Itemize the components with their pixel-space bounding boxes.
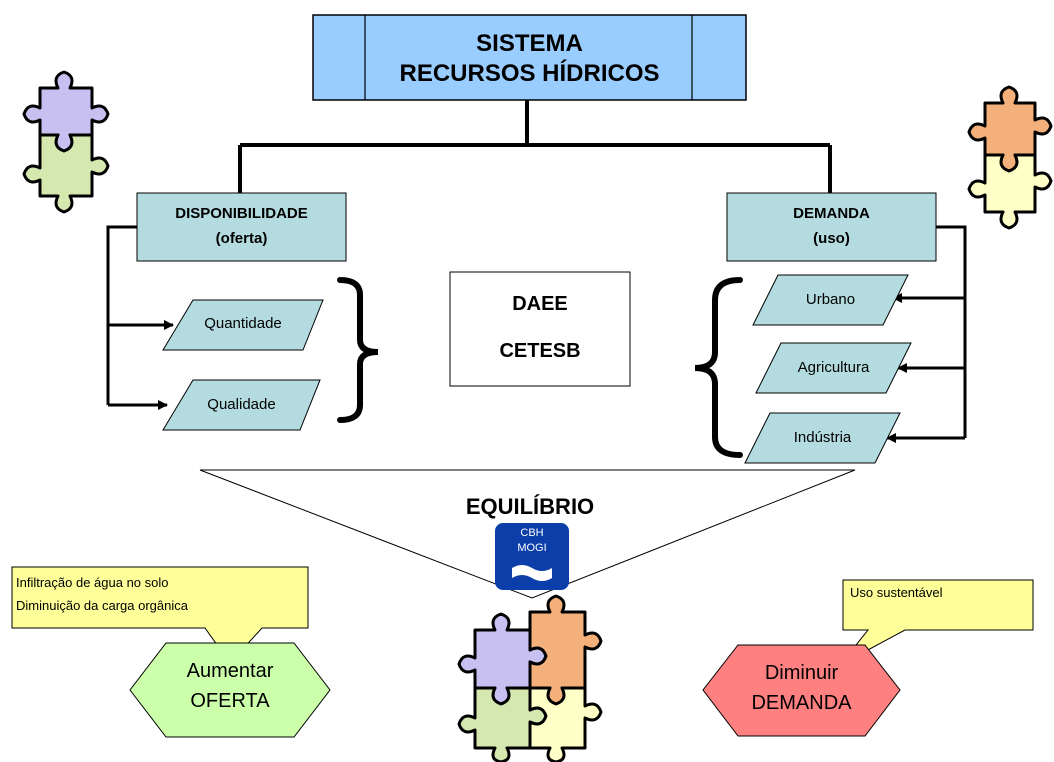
- demand-item-agriculture: Agricultura: [797, 359, 870, 376]
- industry-shape: [744, 412, 901, 464]
- logo-line-2: MOGI: [517, 542, 547, 554]
- agriculture-shape: [755, 342, 912, 394]
- quality-shape: [162, 379, 321, 431]
- callout-left-line-2: Diminuição da carga orgânica: [16, 598, 188, 613]
- action-left-line-1: Aumentar: [186, 660, 274, 682]
- supply-connectors: [106, 225, 174, 410]
- supply-label: DISPONIBILIDADE: [175, 205, 308, 222]
- cbh-mogi-logo: [495, 523, 569, 590]
- supply-sublabel: (oferta): [215, 230, 268, 247]
- title-connectors: [238, 100, 832, 193]
- action-left-shape: [129, 642, 331, 738]
- callout-right-text: Uso sustentável: [850, 585, 943, 600]
- demand-item-urban: Urbano: [805, 291, 856, 308]
- urban-shape: [752, 274, 909, 326]
- puzzle-icon-top-left: [22, 70, 110, 214]
- puzzle-icon-bottom: [457, 594, 603, 762]
- demand-item-industry: Indústria: [793, 429, 852, 446]
- demand-box: [726, 192, 937, 262]
- agencies-line-2: CETESB: [499, 340, 581, 362]
- supply-item-quantity: Quantidade: [204, 315, 282, 332]
- balance-label: EQUILÍBRIO: [465, 494, 595, 519]
- demand-sublabel: (uso): [813, 230, 850, 247]
- right-brace: [337, 277, 379, 423]
- agencies-box: [449, 271, 631, 387]
- agencies-line-1: DAEE: [512, 293, 568, 315]
- supply-box: [136, 192, 347, 262]
- title-line-1: SISTEMA: [476, 30, 583, 57]
- action-left-line-2: OFERTA: [190, 690, 270, 712]
- logo-line-1: CBH: [520, 527, 544, 539]
- supply-item-quality: Qualidade: [207, 396, 276, 413]
- action-right-line-2: DEMANDA: [751, 692, 852, 714]
- title-line-2: RECURSOS HÍDRICOS: [399, 60, 660, 87]
- action-right-line-1: Diminuir: [764, 662, 839, 684]
- quantity-shape: [162, 299, 324, 351]
- left-brace: [694, 277, 743, 458]
- callout-right-shape: [839, 579, 1034, 666]
- callout-left-line-1: Infiltração de água no solo: [16, 575, 169, 590]
- demand-connectors: [886, 225, 967, 443]
- puzzle-icon-top-right: [967, 85, 1053, 230]
- title-box: [312, 14, 747, 101]
- action-right-shape: [702, 644, 901, 737]
- demand-label: DEMANDA: [793, 205, 870, 222]
